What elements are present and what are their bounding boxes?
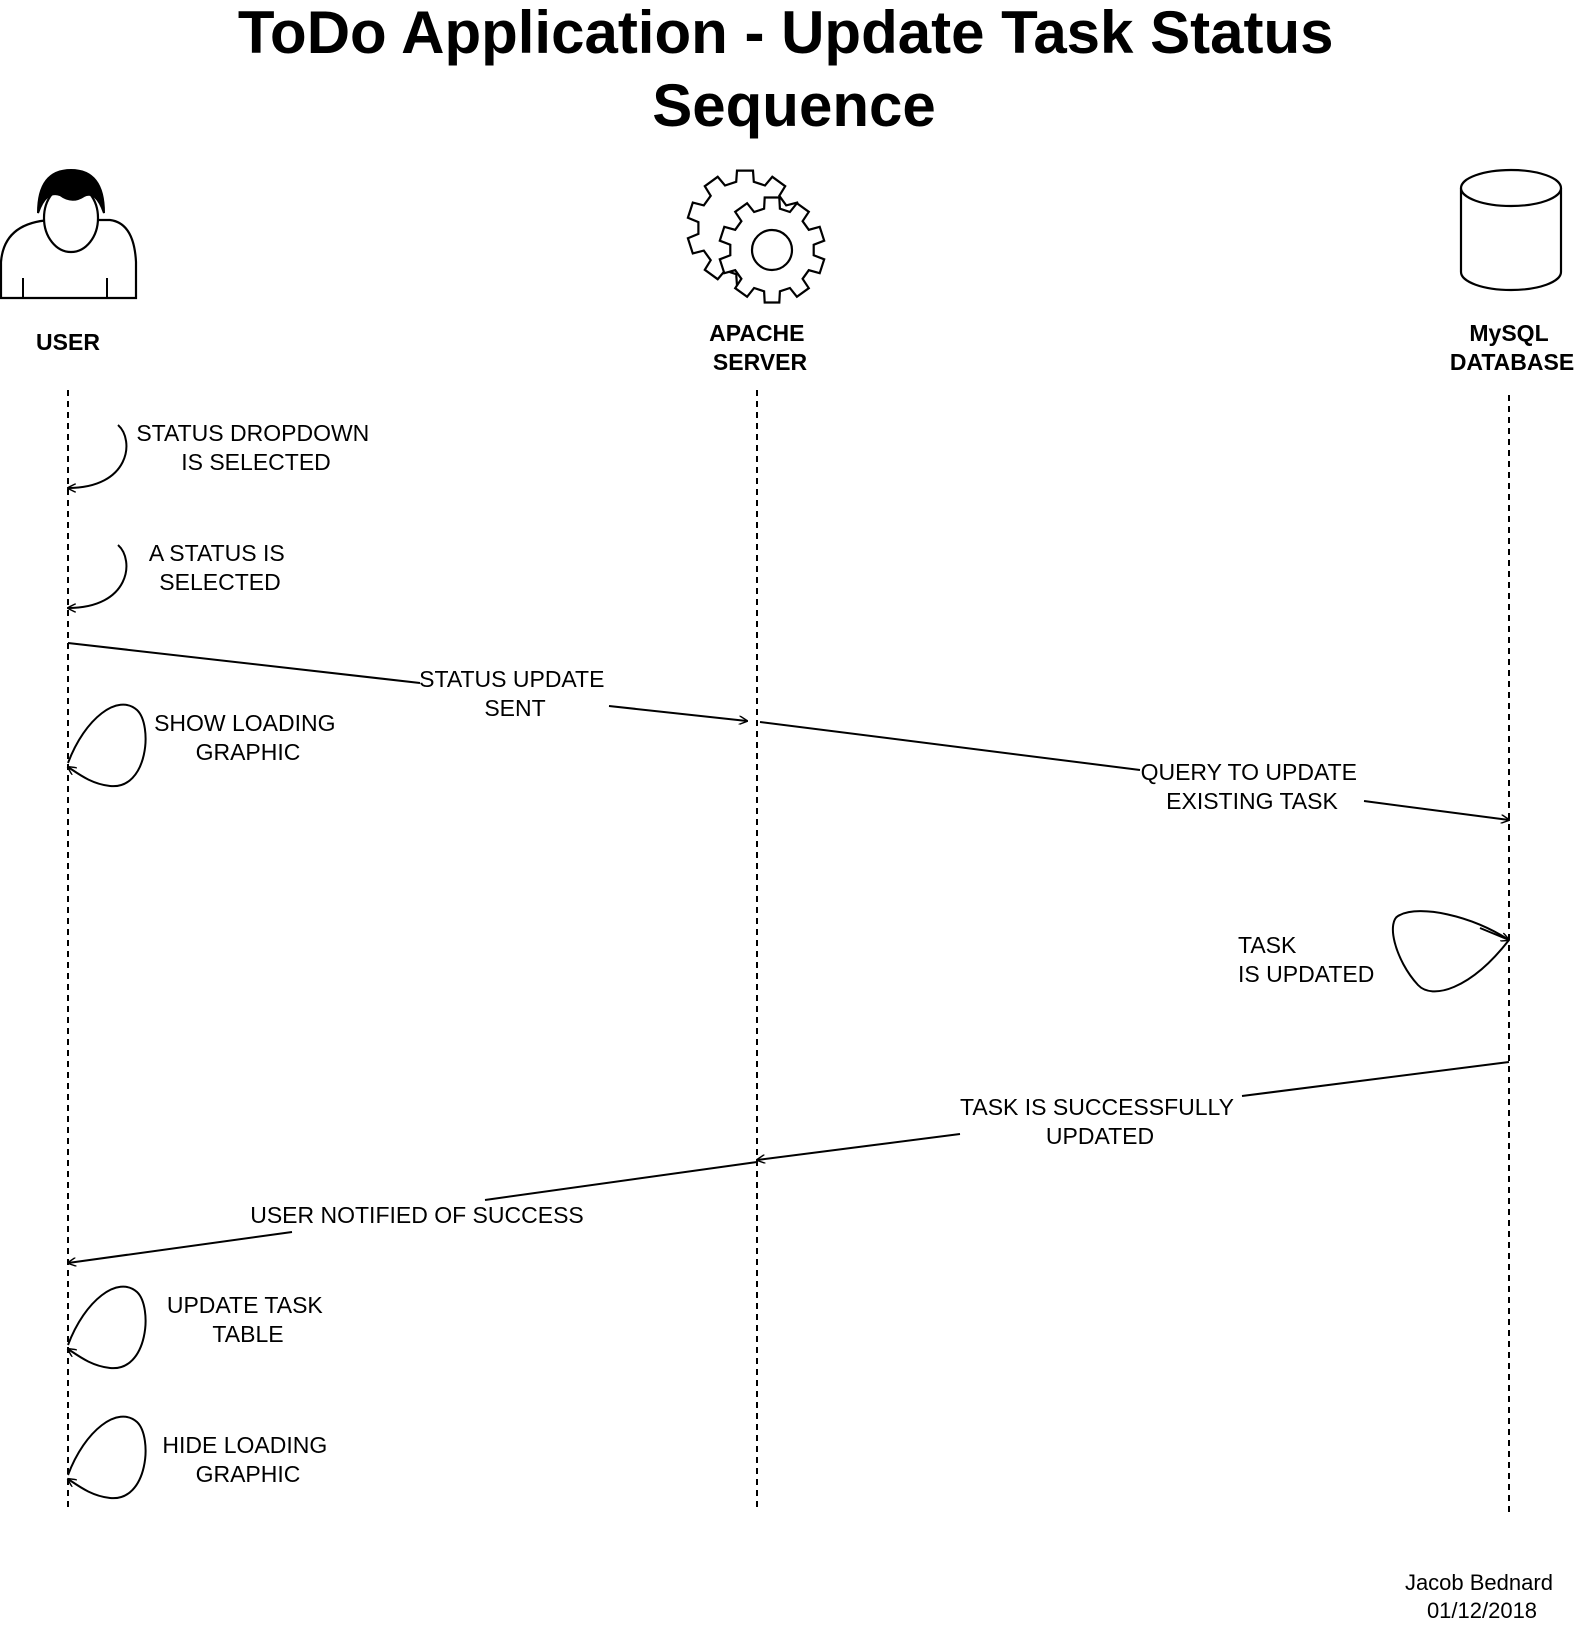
message-a-status-selected: A STATUS IS SELECTED — [68, 540, 291, 608]
self-loop-arrow — [68, 703, 147, 788]
message-arrow — [1363, 800, 1509, 820]
message-update-task-table: UPDATE TASK TABLE — [68, 1285, 329, 1370]
message-status-update-sent: STATUS UPDATE SENT — [67, 642, 747, 721]
message-line-segment — [67, 642, 421, 684]
message-label: USER NOTIFIED OF SUCCESS — [250, 1202, 584, 1228]
database-label: MySQL DATABASE — [1450, 320, 1574, 375]
self-loop-arrow — [1479, 927, 1509, 940]
message-label: QUERY TO UPDATE EXISTING TASK — [1141, 759, 1364, 814]
self-loop-arrow — [68, 1285, 147, 1370]
database-actor: MySQL DATABASE — [1450, 168, 1574, 375]
message-show-loading-graphic: SHOW LOADING GRAPHIC — [68, 703, 342, 788]
message-label: TASK IS UPDATED — [1238, 932, 1374, 987]
database-cylinder-icon — [1459, 168, 1563, 292]
server-label: APACHE SERVER — [709, 320, 811, 375]
message-label: STATUS UPDATE SENT — [419, 666, 611, 721]
gear-icon — [686, 169, 826, 304]
title-line-1: ToDo Application - Update Task Status — [238, 0, 1334, 66]
self-loop-arrow — [68, 544, 128, 608]
diagram-title: ToDo Application - Update Task Status Se… — [238, 0, 1350, 139]
message-label: A STATUS IS SELECTED — [149, 540, 291, 595]
message-status-dropdown-selected: STATUS DROPDOWN IS SELECTED — [68, 420, 375, 488]
message-label: TASK IS SUCCESSFULLY UPDATED — [960, 1094, 1240, 1149]
self-loop-arrow — [68, 1415, 147, 1500]
message-task-successfully-updated: TASK IS SUCCESSFULLY UPDATED — [757, 1061, 1510, 1160]
message-line-segment — [1241, 1061, 1510, 1097]
self-loop-line — [1391, 910, 1510, 993]
author-date: 01/12/2018 — [1427, 1598, 1537, 1623]
message-arrow — [757, 1133, 961, 1160]
message-line-segment — [484, 1161, 758, 1201]
message-label: HIDE LOADING GRAPHIC — [162, 1432, 333, 1487]
self-loop-arrow — [68, 424, 128, 488]
user-icon — [0, 168, 138, 300]
message-arrow — [68, 1231, 293, 1263]
message-user-notified: USER NOTIFIED OF SUCCESS — [68, 1161, 758, 1263]
author-name: Jacob Bednard — [1405, 1570, 1553, 1595]
footer: Jacob Bednard 01/12/2018 — [1405, 1570, 1559, 1623]
message-label: STATUS DROPDOWN IS SELECTED — [136, 420, 375, 475]
message-task-is-updated: TASK IS UPDATED — [1238, 910, 1510, 993]
message-hide-loading-graphic: HIDE LOADING GRAPHIC — [68, 1415, 333, 1500]
message-label: UPDATE TASK TABLE — [167, 1292, 329, 1347]
message-line-segment — [759, 721, 1141, 771]
user-actor: USER — [0, 168, 138, 355]
message-label: SHOW LOADING GRAPHIC — [154, 710, 342, 765]
title-line-2: Sequence — [652, 72, 935, 139]
message-query-update-task: QUERY TO UPDATE EXISTING TASK — [759, 721, 1509, 820]
server-actor: APACHE SERVER — [686, 169, 826, 375]
message-arrow — [608, 705, 747, 721]
user-label: USER — [36, 329, 100, 355]
